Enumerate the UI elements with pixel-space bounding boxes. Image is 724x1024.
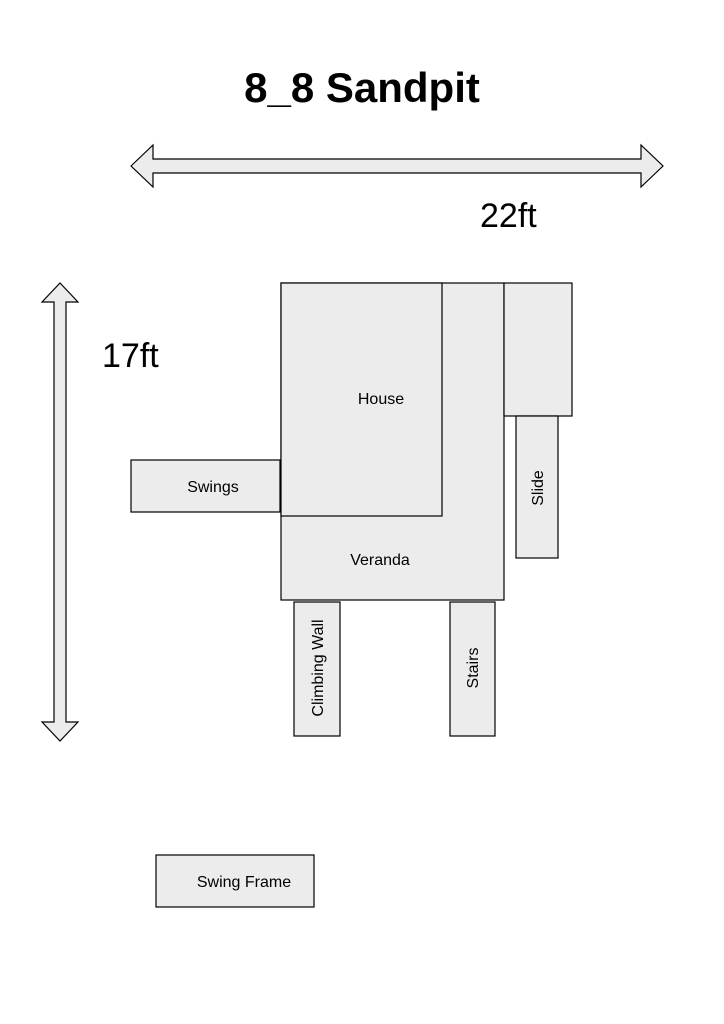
- swing-frame-label: Swing Frame: [197, 874, 291, 891]
- page-title: 8_8 Sandpit: [244, 64, 480, 111]
- house-box: [280, 282, 443, 517]
- height-double-arrow: [40, 282, 80, 742]
- climbing-wall-box: [293, 601, 341, 737]
- climbing-wall-label: Climbing Wall: [310, 619, 327, 716]
- width-double-arrow: [130, 143, 664, 189]
- veranda-label: Veranda: [350, 552, 410, 569]
- stairs-box: [449, 601, 496, 737]
- swings-box: [130, 459, 281, 513]
- slide-box: [515, 415, 559, 559]
- width-dimension-label: 22ft: [480, 197, 537, 235]
- house-label: House: [358, 391, 404, 408]
- slide-label: Slide: [530, 470, 547, 506]
- swing-frame-box: [155, 854, 315, 908]
- stairs-label: Stairs: [465, 648, 482, 689]
- slide-platform-box: [503, 282, 573, 417]
- swings-label: Swings: [187, 479, 239, 496]
- height-dimension-label: 17ft: [102, 337, 159, 375]
